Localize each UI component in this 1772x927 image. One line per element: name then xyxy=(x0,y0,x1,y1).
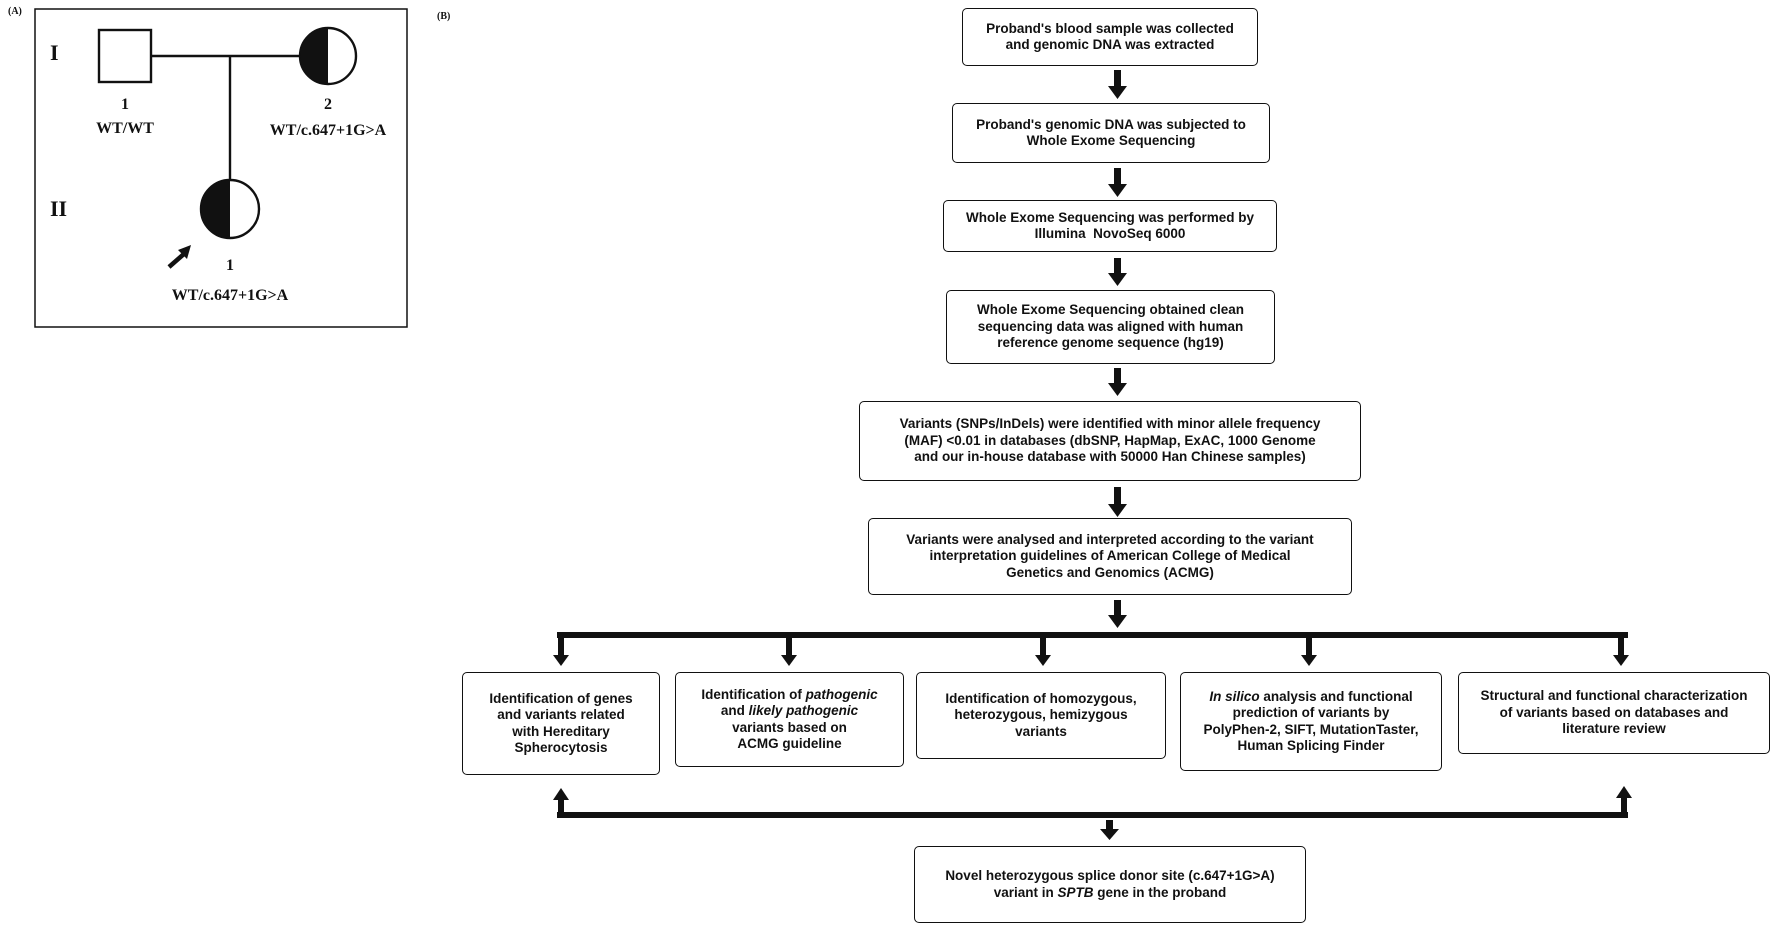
result-line-1: Novel heterozygous splice donor site (c.… xyxy=(945,868,1275,883)
step-box-wes-performed: Whole Exome Sequencing was performed by … xyxy=(943,200,1277,252)
branch-2-line-1b: pathogenic xyxy=(805,686,878,702)
step-6-line-1: Variants were analysed and interpreted a… xyxy=(906,531,1314,547)
generation-ii-label: II xyxy=(50,196,68,221)
arrow-down-3 xyxy=(1108,258,1127,286)
branch-2-line-1a: Identification of xyxy=(701,686,806,702)
step-box-acmg-interpretation: Variants were analysed and interpreted a… xyxy=(868,518,1352,595)
result-line-2: variant in SPTB gene in the proband xyxy=(945,885,1274,902)
branch-bar-bottom xyxy=(557,812,1628,818)
branch-2-line-2: and likely pathogenic xyxy=(701,703,877,720)
step-6-line-2: interpretation guidelines of American Co… xyxy=(929,548,1291,564)
proband-number: 1 xyxy=(226,257,234,274)
pedigree-frame xyxy=(34,8,408,328)
step-3-line-1: Whole Exome Sequencing was performed by xyxy=(965,209,1255,225)
result-box-sptb-variant: Novel heterozygous splice donor site (c.… xyxy=(914,846,1306,923)
father-genotype: WT/WT xyxy=(96,120,154,137)
branch-5-line-3: literature review xyxy=(1562,721,1666,737)
branch-box-in-silico: In silico analysis and functional predic… xyxy=(1180,672,1442,771)
branch-1-line-3: with Hereditary xyxy=(512,723,610,739)
branch-4-line-1: In silico analysis and functional xyxy=(1203,689,1418,706)
arrow-down-5 xyxy=(1108,487,1127,517)
arrow-down-4 xyxy=(1108,368,1127,396)
branch-1-line-2: and variants related xyxy=(497,707,625,722)
proband-carrier-symbol xyxy=(199,178,261,240)
branch-2-line-2a: and xyxy=(720,703,749,718)
step-4-line-2: sequencing data was aligned with human xyxy=(977,318,1244,334)
result-line-2a: variant in xyxy=(993,884,1058,900)
branch-box-pathogenic: Identification of pathogenic and likely … xyxy=(675,672,904,767)
arrow-down-1 xyxy=(1108,70,1127,99)
branch-4-line-4: Human Splicing Finder xyxy=(1237,738,1385,753)
branch-box-structural: Structural and functional characterizati… xyxy=(1458,672,1770,754)
step-4-line-3: reference genome sequence (hg19) xyxy=(997,335,1224,351)
step-5-line-1: Variants (SNPs/InDels) were identified w… xyxy=(899,416,1321,432)
step-6-line-3: Genetics and Genomics (ACMG) xyxy=(1006,564,1214,580)
branch-1-line-1: Identification of genes xyxy=(489,690,633,706)
branch-box-zygosity: Identification of homozygous, heterozygo… xyxy=(916,672,1166,759)
step-box-wes-subjected: Proband's genomic DNA was subjected to W… xyxy=(952,103,1270,163)
collect-arrows-up xyxy=(553,786,1632,816)
proband-genotype: WT/c.647+1G>A xyxy=(171,287,289,304)
branch-4-line-2: prediction of variants by xyxy=(1232,705,1390,720)
proband-arrow-icon xyxy=(167,245,191,269)
step-box-alignment: Whole Exome Sequencing obtained clean se… xyxy=(946,290,1275,364)
father-number: 1 xyxy=(121,96,129,113)
step-1-line-2: and genomic DNA was extracted xyxy=(1005,37,1215,52)
step-2-line-1: Proband's genomic DNA was subjected to xyxy=(976,116,1246,132)
branch-3-line-3: variants xyxy=(1015,723,1067,739)
father-square-symbol xyxy=(97,28,153,84)
branch-5-line-1: Structural and functional characterizati… xyxy=(1480,688,1748,704)
panel-b-label: (B) xyxy=(437,11,451,22)
step-3-line-2: Illumina NovoSeq 6000 xyxy=(1034,226,1186,241)
branch-4-line-1a: In silico xyxy=(1209,688,1260,704)
branch-3-line-2: heterozygous, hemizygous xyxy=(954,707,1128,723)
arrow-down-6 xyxy=(1108,600,1127,628)
result-gene-name: SPTB xyxy=(1057,884,1094,900)
step-5-line-2: (MAF) <0.01 in databases (dbSNP, HapMap,… xyxy=(904,432,1316,448)
step-4-line-1: Whole Exome Sequencing obtained clean xyxy=(976,302,1245,318)
step-box-variant-identification: Variants (SNPs/InDels) were identified w… xyxy=(859,401,1361,481)
branch-arrows-down xyxy=(553,632,1629,666)
branch-4-line-1b: analysis and functional xyxy=(1259,688,1413,704)
arrow-down-2 xyxy=(1108,168,1127,197)
branch-2-line-3: variants based on xyxy=(732,719,847,735)
branch-5-line-2: of variants based on databases and xyxy=(1499,704,1729,720)
branch-bar-top xyxy=(557,632,1628,638)
branch-2-line-1: Identification of pathogenic xyxy=(701,687,877,704)
branch-2-line-4: ACMG guideline xyxy=(737,736,842,751)
arrow-down-result xyxy=(1100,820,1119,840)
branch-3-line-1: Identification of homozygous, xyxy=(945,690,1137,706)
branch-box-hs-genes: Identification of genes and variants rel… xyxy=(462,672,660,775)
step-box-blood-sample: Proband's blood sample was collected and… xyxy=(962,8,1258,66)
mother-carrier-symbol xyxy=(298,26,358,86)
result-line-2c: gene in the proband xyxy=(1093,884,1227,900)
flow-arrows xyxy=(1108,70,1127,628)
mother-genotype: WT/c.647+1G>A xyxy=(269,122,387,139)
step-5-line-3: and our in-house database with 50000 Han… xyxy=(914,449,1306,465)
branch-1-line-4: Spherocytosis xyxy=(514,740,608,755)
generation-i-label: I xyxy=(50,40,59,65)
panel-a-label: (A) xyxy=(8,6,22,17)
branch-4-line-3: PolyPhen-2, SIFT, MutationTaster, xyxy=(1203,721,1419,737)
branch-2-line-2b: likely pathogenic xyxy=(748,703,859,718)
step-1-line-1: Proband's blood sample was collected xyxy=(986,20,1234,36)
mother-number: 2 xyxy=(324,96,332,113)
step-2-line-2: Whole Exome Sequencing xyxy=(1026,133,1196,148)
